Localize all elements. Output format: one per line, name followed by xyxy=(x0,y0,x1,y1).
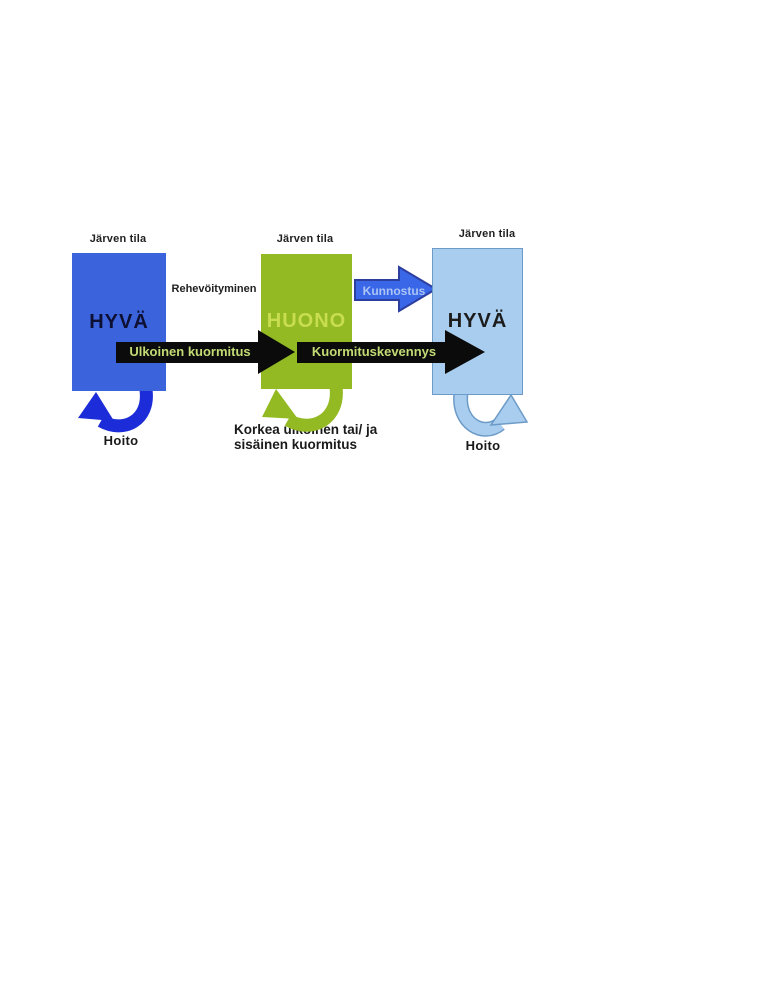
hoito-label-right: Hoito xyxy=(465,438,501,453)
cycle-left-head xyxy=(78,392,114,421)
ulkoinen-kuormitus-arrow-shape xyxy=(116,330,295,374)
state-box-good-left-label: HYVÄ xyxy=(89,310,149,333)
cycle-middle-head xyxy=(262,389,298,419)
hoito-cycle-arrow-left-icon xyxy=(78,390,153,433)
cycle-middle-arc xyxy=(284,387,343,432)
kunnostus-arrow-icon xyxy=(354,265,438,313)
ulkoinen-kuormitus-label: Ulkoinen kuormitus xyxy=(129,344,251,359)
kuormituskevennys-arrow-icon xyxy=(297,330,485,374)
lake-state-title-left: Järven tila xyxy=(89,233,147,245)
kunnostus-label: Kunnostus xyxy=(362,284,426,298)
kuormitus-cycle-arrow-middle-icon xyxy=(262,387,343,432)
cycle-left-arc xyxy=(97,390,153,433)
state-box-good-right-label: HYVÄ xyxy=(447,310,508,332)
ulkoinen-kuormitus-arrow-icon xyxy=(116,330,295,374)
kuormituskevennys-arrow-shape xyxy=(297,330,485,374)
cycle-right-head xyxy=(489,393,529,426)
korkea-kuormitus-line2: sisäinen kuormitus xyxy=(234,437,358,452)
rehevoityminen-label: Rehevöityminen xyxy=(171,283,257,295)
kunnostus-arrow-shape xyxy=(354,265,438,313)
state-box-poor-middle: HUONO xyxy=(261,254,352,389)
kuormituskevennys-label: Kuormituskevennys xyxy=(311,344,437,359)
state-box-good-left: HYVÄ xyxy=(72,253,166,391)
hoito-label-left: Hoito xyxy=(103,433,139,448)
state-box-poor-middle-label: HUONO xyxy=(266,310,347,332)
cycle-right-arc xyxy=(454,393,504,436)
hoito-cycle-arrow-right-icon xyxy=(453,393,529,437)
lake-state-title-middle: Järven tila xyxy=(276,233,334,245)
lake-state-title-right: Järven tila xyxy=(458,228,516,240)
